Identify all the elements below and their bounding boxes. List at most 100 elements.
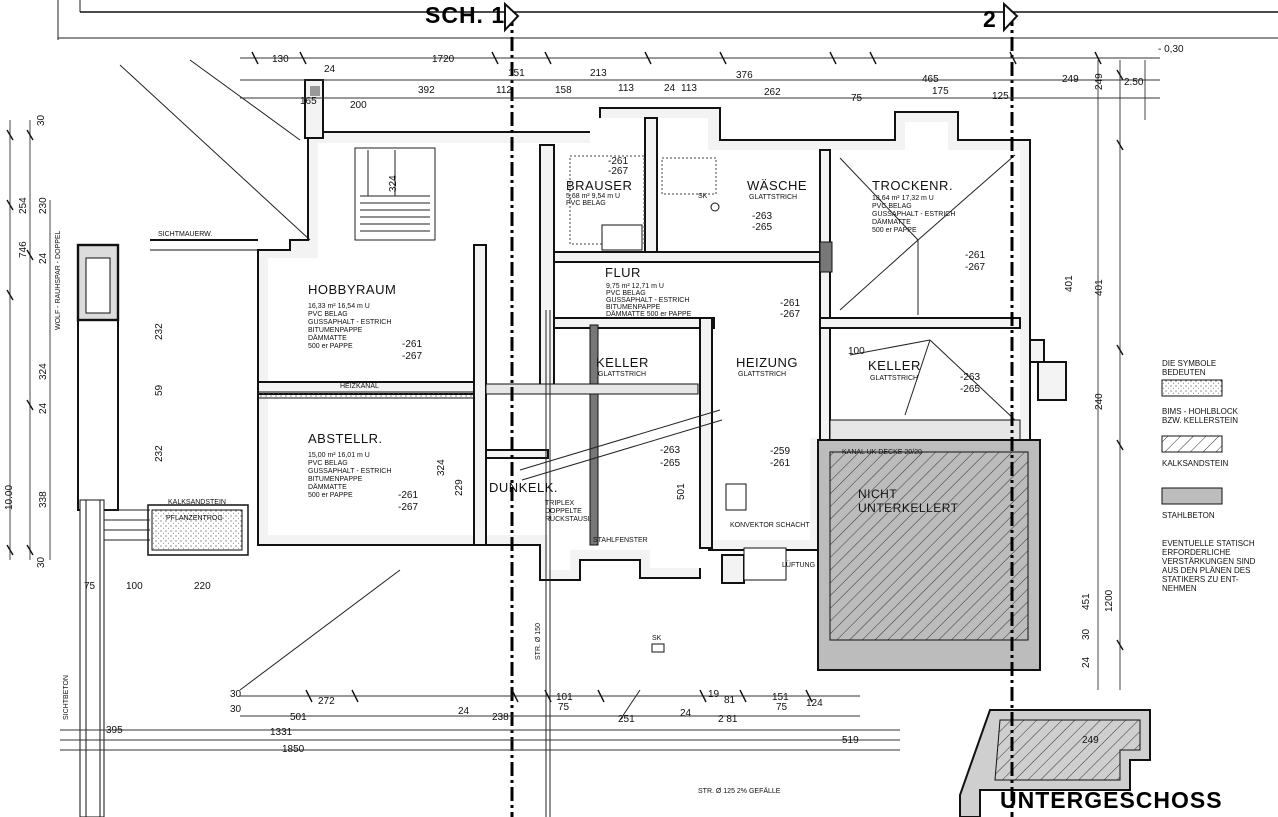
- dim-label: 113: [681, 83, 697, 94]
- room-name: ABSTELLR.: [308, 431, 383, 446]
- dim-label: 2.50: [1124, 77, 1144, 88]
- dimensions-top: 1720 130 24 392 112 151 158 213 113 24 1…: [272, 44, 1184, 111]
- dimensions-interior: 324 232 59 232 324 229 501 401 100: [154, 175, 1075, 500]
- dim-label: 324: [38, 363, 49, 380]
- legend-note-line: EVENTUELLE STATISCH: [1162, 539, 1255, 548]
- dim-label: 249: [1094, 73, 1105, 90]
- dim-label: 249: [1062, 74, 1079, 85]
- dimension-lines: [6, 51, 1160, 751]
- area-name: UNTERKELLERT: [858, 501, 959, 515]
- dim-label: 81: [724, 695, 736, 706]
- area-nicht-unterkellert: NICHT UNTERKELLERT: [858, 487, 959, 515]
- level-top: -263: [752, 211, 772, 222]
- room-name: KELLER: [596, 355, 649, 370]
- annotation-kanal: KANAL UK DECKE 20/20: [842, 449, 922, 456]
- top-boundary: [57, 0, 1278, 40]
- legend-note-line: NEHMEN: [1162, 584, 1197, 593]
- room-floor: PVC BELAG: [566, 200, 606, 207]
- dim-label: 220: [194, 581, 211, 592]
- level-bottom: -267: [608, 166, 628, 177]
- room-name: HOBBYRAUM: [308, 282, 396, 297]
- room-name: BRAUSER: [566, 178, 632, 193]
- dim-label: 113: [618, 83, 634, 94]
- annotation-heizkanal: HEIZKANAL: [340, 383, 379, 390]
- legend-item-bims: BIMS - HOHLBLOCK: [1162, 407, 1239, 416]
- room-layer: 500 er PAPPE: [872, 227, 917, 234]
- level-top: -263: [960, 372, 980, 383]
- level-bottom: -265: [752, 222, 772, 233]
- dim-label: 1331: [270, 727, 293, 738]
- level-bottom: -267: [402, 351, 422, 362]
- annotation-pflanzentrog: PFLANZENTROG: [166, 515, 223, 522]
- room-heizung: HEIZUNG GLATTSTRICH -259 -261: [736, 355, 798, 469]
- dim-label: 151: [772, 692, 789, 703]
- annotation-str150: STR. Ø 150: [535, 623, 542, 660]
- dim-label: 746: [18, 241, 29, 258]
- section-label-sch1: SCH. 1: [425, 2, 505, 28]
- right-light-wells: [721, 339, 1067, 584]
- room-floor: GLATTSTRICH: [749, 194, 797, 201]
- legend-note-line: ERFORDERLICHE: [1162, 548, 1230, 557]
- annotation-kalksandstein: KALKSANDSTEIN: [168, 499, 226, 506]
- level-bottom: -261: [770, 458, 790, 469]
- dim-label: 24: [680, 708, 692, 719]
- room-name: HEIZUNG: [736, 355, 798, 370]
- room-layer: BITUMENPAPPE: [308, 476, 363, 483]
- level-top: -263: [660, 445, 680, 456]
- dim-label: 254: [18, 197, 29, 214]
- level-top: -261: [965, 250, 985, 261]
- legend-note-line: STATIKERS ZU ENT-: [1162, 575, 1239, 584]
- room-area: 18,64 m² 17,32 m U: [872, 195, 934, 202]
- dim-label: 465: [922, 74, 939, 85]
- room-floor: GLATTSTRICH: [598, 371, 646, 378]
- drain-lines: [239, 409, 723, 721]
- level-bottom: -267: [965, 262, 985, 273]
- dim-label: 24: [324, 64, 336, 75]
- dim-label: 130: [272, 54, 289, 65]
- room-name: TROCKENR.: [872, 178, 953, 193]
- dim-label: 1850: [282, 744, 305, 755]
- room-name: FLUR: [605, 265, 641, 280]
- room-keller-2: KELLER GLATTSTRICH -263 -265: [868, 358, 980, 395]
- room-layer: DÄMMATTE 500 er PAPPE: [606, 310, 692, 318]
- dim-label: 501: [676, 483, 687, 500]
- dim-label: 392: [418, 85, 435, 96]
- dimensions-right: 249 401 240 451 1200 30 24: [1081, 73, 1115, 668]
- room-layer: BITUMENPAPPE: [308, 327, 363, 334]
- room-floor: PVC BELAG: [308, 311, 348, 318]
- room-layer: 500 er PAPPE: [308, 492, 353, 499]
- room-note: RÜCKSTAUSI.: [545, 515, 592, 523]
- room-note: TRIPLEX: [545, 500, 575, 507]
- dim-label: 125: [992, 91, 1009, 102]
- dim-label: 230: [38, 197, 49, 214]
- annotation-sk: SK: [698, 193, 708, 200]
- legend-heading: DIE SYMBOLE: [1162, 359, 1216, 368]
- annotation-stahlfenster: STAHLFENSTER: [593, 537, 648, 544]
- dim-label: 10.00: [4, 485, 15, 510]
- unexcavated-area: [817, 439, 1041, 671]
- dim-label: 200: [350, 100, 367, 111]
- dim-label: 59: [154, 384, 165, 396]
- dim-label: 151: [508, 68, 525, 79]
- dim-label: 232: [154, 323, 165, 340]
- room-floor: GLATTSTRICH: [870, 375, 918, 382]
- room-area: 16,33 m² 16,54 m U: [308, 303, 370, 310]
- legend-note-line: VERSTÄRKUNGEN SIND: [1162, 557, 1256, 566]
- room-name: KELLER: [868, 358, 921, 373]
- dim-label: 75: [851, 93, 863, 104]
- sk-symbol: [651, 643, 665, 653]
- dim-label: 324: [388, 175, 399, 192]
- legend-note-line: AUS DEN PLÄNEN DES: [1162, 566, 1250, 575]
- dim-label: 165: [300, 96, 317, 107]
- legend-item-kalksandstein: KALKSANDSTEIN: [1162, 459, 1228, 468]
- room-dunkelk: DUNKELK. TRIPLEX DOPPELTE RÜCKSTAUSI.: [489, 480, 592, 523]
- dim-label: 272: [318, 696, 335, 707]
- dim-label: 238: [492, 712, 509, 723]
- dim-label: 30: [36, 114, 47, 126]
- dim-label: 19: [708, 689, 720, 700]
- dim-label: 100: [126, 581, 143, 592]
- room-layer: BITUMENPAPPE: [606, 304, 661, 311]
- dim-label: 251: [618, 714, 635, 725]
- dim-label: 401: [1064, 275, 1075, 292]
